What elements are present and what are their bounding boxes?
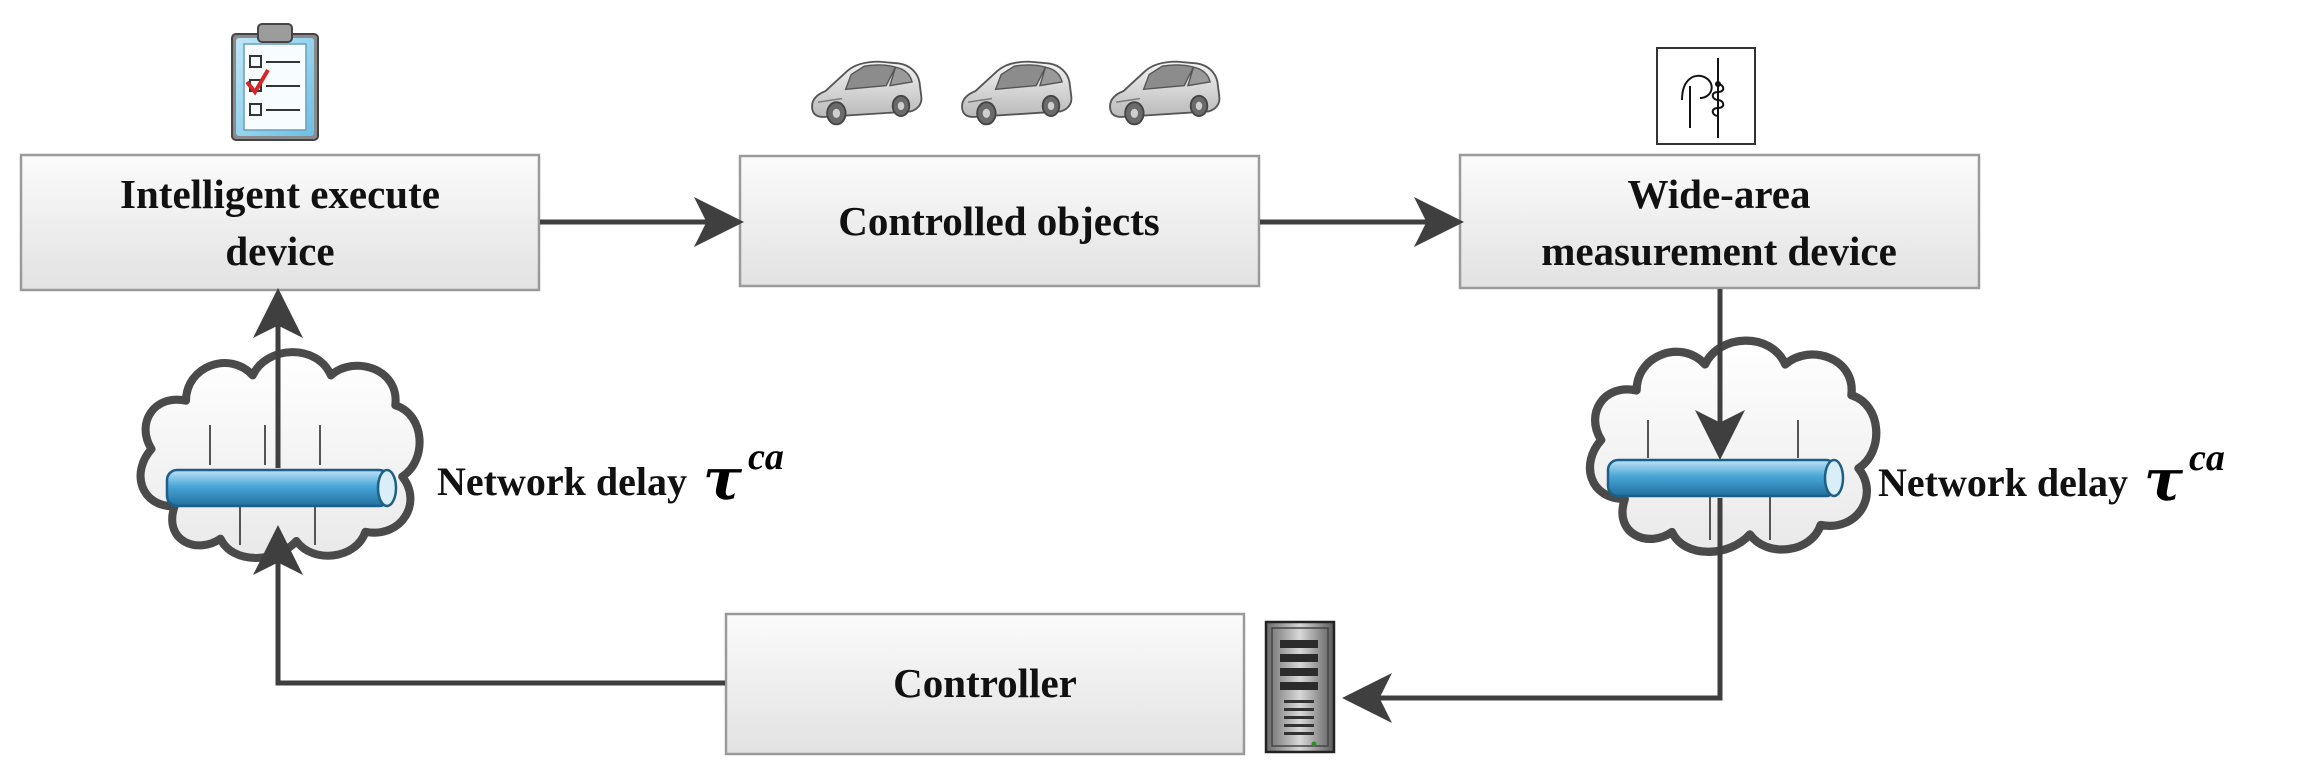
left-network-delay-label: Network delay τ ca (437, 436, 784, 513)
arrow-controller-to-network (253, 525, 725, 686)
intelligent-execute-device-line1: Intelligent execute (120, 171, 440, 217)
wide-area-measurement-device-line1: Wide-area (1628, 171, 1811, 217)
tau-symbol: τ (2144, 446, 2184, 514)
controller-box: Controller (724, 612, 1246, 756)
right-network-delay-label: Network delay τ ca (1878, 437, 2225, 514)
controller-label: Controller (893, 660, 1077, 706)
network-pipe-icon (1606, 458, 1845, 498)
svg-text:Network delay τ ca: Network delay τ ca (1878, 437, 2225, 514)
car-icon (810, 60, 923, 126)
intelligent-execute-device-box: Intelligent execute device (19, 153, 541, 292)
intelligent-execute-device-line2: device (225, 228, 334, 274)
network-delay-text: Network delay (1878, 460, 2128, 505)
measurement-sensor-icon (1656, 47, 1756, 145)
left-pipe-ticks (209, 425, 321, 545)
left-network-cloud (141, 352, 420, 558)
svg-text:Network delay τ ca: Network delay τ ca (437, 436, 784, 513)
right-network-cloud (1590, 341, 1876, 552)
network-pipe-icon (165, 468, 398, 508)
wide-area-measurement-device-box: Wide-area measurement device (1458, 153, 1981, 290)
server-tower-icon (1264, 620, 1336, 754)
arrow-network-to-controller (1342, 498, 1723, 723)
tau-superscript: ca (748, 436, 784, 478)
controlled-objects-box: Controlled objects (738, 154, 1261, 288)
tau-superscript: ca (2189, 437, 2225, 479)
flow-arrows (253, 197, 1745, 723)
network-delay-text: Network delay (437, 459, 687, 504)
network-cloud-icon (1590, 341, 1876, 552)
controlled-objects-label: Controlled objects (838, 198, 1160, 244)
tau-symbol: τ (703, 445, 743, 513)
wide-area-measurement-device-line2: measurement device (1541, 228, 1897, 274)
clipboard-checklist-icon (231, 23, 319, 141)
car-icon (1108, 60, 1221, 126)
car-icon (960, 60, 1073, 126)
